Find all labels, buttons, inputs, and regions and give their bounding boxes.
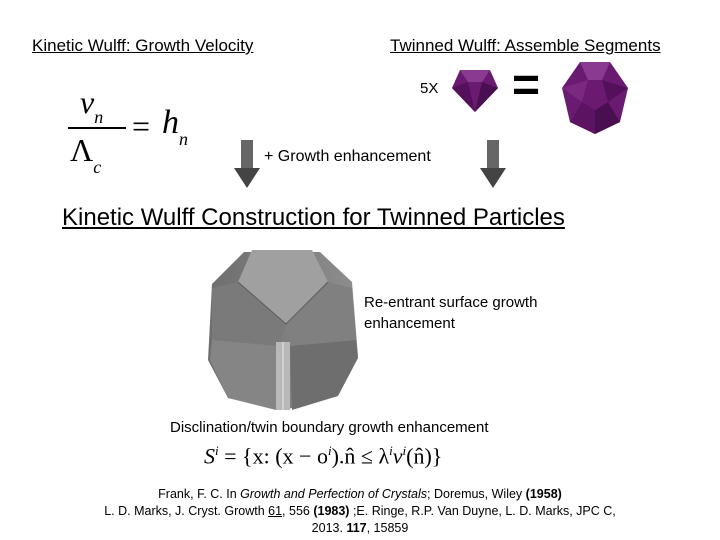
cite2-c: ;E. Ringe, R.P. Van Duyne, L. D. Marks, … bbox=[349, 504, 616, 518]
eq2-sup-1: i bbox=[327, 443, 332, 458]
growth-velocity-equation: vn Λc = hn bbox=[66, 84, 206, 184]
cite3-b: , 15859 bbox=[366, 521, 409, 535]
down-arrow-right-icon bbox=[480, 140, 506, 188]
main-heading: Kinetic Wulff Construction for Twinned P… bbox=[62, 204, 565, 231]
reentrant-label: Re-entrant surface growth enhancement bbox=[364, 294, 538, 332]
eq2-lhs: S bbox=[204, 443, 215, 469]
eq-equals: = bbox=[132, 108, 151, 144]
eq2-body-1: = {x: (x − o bbox=[218, 443, 328, 469]
growth-enhancement-label: + Growth enhancement bbox=[264, 148, 431, 165]
eq-denominator-var: Λ bbox=[70, 132, 94, 168]
eq2-body-4: (n̂)} bbox=[406, 443, 443, 469]
cite1-b: ; Doremus, Wiley bbox=[427, 487, 526, 501]
citation-line-3: 2013. 117, 15859 bbox=[10, 520, 710, 537]
right-heading: Twinned Wulff: Assemble Segments bbox=[390, 36, 661, 55]
cite2-u: 61 bbox=[268, 504, 283, 518]
decahedron-segment-icon bbox=[452, 70, 498, 112]
eq-numerator-sub: n bbox=[94, 107, 104, 127]
left-heading: Kinetic Wulff: Growth Velocity bbox=[32, 36, 254, 55]
cite2-bold: (1983) bbox=[313, 504, 350, 518]
eq2-lhs-sup: i bbox=[215, 443, 219, 458]
multiplier-label: 5X bbox=[420, 80, 439, 97]
cite1-italic: Growth and Perfection of Crystals bbox=[240, 487, 428, 501]
kinetic-wulff-particle-icon bbox=[208, 250, 358, 410]
cite3-a: 2013. bbox=[311, 521, 347, 535]
eq2-body-2: ).n̂ ≤ λ bbox=[331, 443, 390, 469]
eq-denominator-sub: c bbox=[93, 157, 102, 177]
cite2-a: L. D. Marks, J. Cryst. Growth bbox=[104, 504, 269, 518]
cite3-bold: 117 bbox=[346, 521, 367, 535]
cite1-a: Frank, F. C. In bbox=[158, 487, 241, 501]
eq-rhs-sub: n bbox=[179, 129, 188, 149]
eq-rhs-var: h bbox=[162, 104, 179, 141]
cite1-bold: (1958) bbox=[525, 487, 562, 501]
fraction-bar bbox=[68, 127, 126, 129]
eq2-sup-3: i bbox=[402, 443, 407, 458]
decahedron-particle-icon bbox=[562, 62, 628, 134]
cite2-b: , 556 bbox=[282, 504, 314, 518]
eq2-sup-2: i bbox=[389, 443, 393, 458]
disclination-label: Disclination/twin boundary growth enhanc… bbox=[170, 419, 489, 436]
set-definition-equation: Si = {x: (x − oi).n̂ ≤ λivi(n̂)} bbox=[204, 443, 442, 469]
assemble-equals: = bbox=[512, 59, 541, 112]
citation-line-1: Frank, F. C. In Growth and Perfection of… bbox=[10, 486, 710, 503]
citation-line-2: L. D. Marks, J. Cryst. Growth 61, 556 (1… bbox=[10, 503, 710, 520]
eq2-body-3: v bbox=[392, 443, 403, 469]
eq-numerator-var: v bbox=[80, 84, 95, 120]
down-arrow-left-icon bbox=[234, 140, 260, 188]
